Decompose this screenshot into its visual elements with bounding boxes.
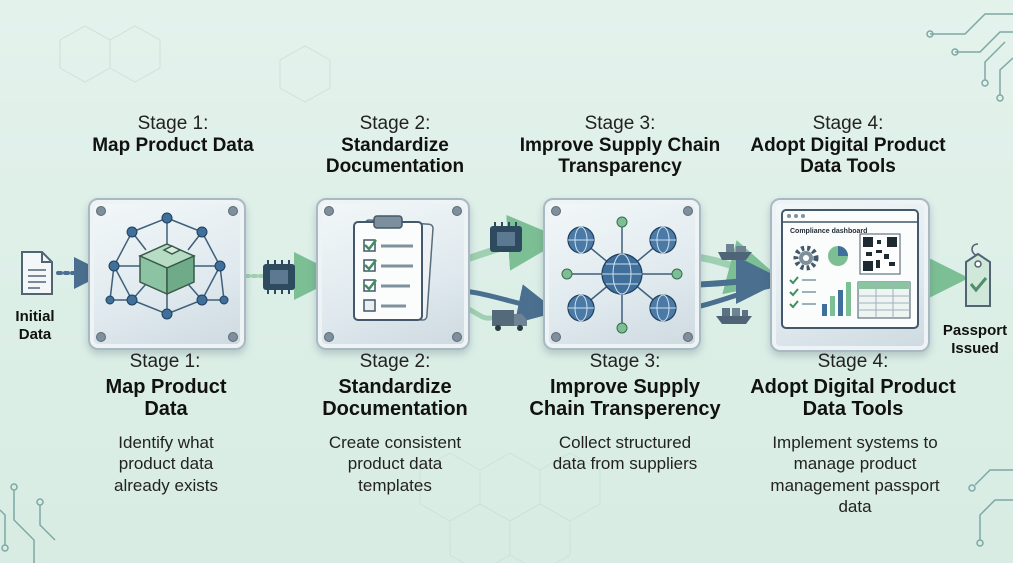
- ship-icon: [718, 244, 752, 260]
- stage-2-description: Create consistent product data templates: [328, 433, 462, 495]
- stage-1-bottom-title: Map Product Data: [105, 376, 227, 420]
- stage-4-description: Implement systems to manage product mana…: [770, 433, 940, 516]
- stage-3-bottom-title: Improve Supply Chain Transperency: [529, 376, 721, 420]
- stage-1-panel: [88, 198, 246, 350]
- ship-icon: [716, 308, 752, 324]
- stage-1-description: Identify what product data already exist…: [114, 433, 218, 495]
- stage-3-panel: [543, 198, 701, 350]
- stage-3-top-title: Improve Supply Chain Transparency: [519, 135, 721, 177]
- dashboard-title: Compliance dashboard: [790, 228, 868, 235]
- circuit-decoration-top-right: [926, 13, 1013, 102]
- data-table-icon: [857, 281, 911, 319]
- qr-code-icon: [859, 233, 901, 275]
- stage-2-top-number: Stage 2:: [359, 113, 431, 134]
- compliance-dashboard-screen: [781, 209, 919, 329]
- stage-2-panel: [316, 198, 470, 350]
- passport-tag-icon: [965, 243, 991, 307]
- stage-1-bottom-number: Stage 1:: [129, 351, 201, 372]
- document-icon: [21, 251, 53, 295]
- circuit-decoration-bottom-right: [968, 469, 1013, 547]
- gear-icon: [793, 245, 819, 271]
- stage-4-top-title: Adopt Digital Product Data Tools: [750, 135, 946, 177]
- stage-4-bottom-title: Adopt Digital Product Data Tools: [750, 376, 956, 420]
- bar-chart-icon: [822, 282, 851, 316]
- global-network-icon: [561, 216, 683, 334]
- stage-2-bottom-number: Stage 2:: [359, 351, 431, 372]
- initial-data-label: Initial Data: [15, 308, 55, 343]
- stage-1-top-number: Stage 1:: [137, 113, 209, 134]
- truck-icon: [492, 310, 527, 331]
- stage-4-bottom-number: Stage 4:: [817, 351, 889, 372]
- network-box-icon: [105, 212, 229, 320]
- stage-4-panel: Compliance dashboard: [770, 198, 930, 352]
- stage-1-top-title: Map Product Data: [92, 135, 254, 156]
- stage-3-bottom-number: Stage 3:: [589, 351, 661, 372]
- circuit-decoration-bottom-left: [0, 483, 56, 563]
- passport-issued-label: Passport Issued: [942, 322, 1008, 357]
- pie-chart-icon: [828, 246, 848, 266]
- stage-4-top-number: Stage 4:: [812, 113, 884, 134]
- chip-icon: [263, 260, 295, 294]
- stage-3-top-number: Stage 3:: [584, 113, 656, 134]
- stage-2-top-title: Standardize Documentation: [325, 135, 465, 177]
- checklist-clipboard-icon: [353, 215, 434, 321]
- stage-3-description: Collect structured data from suppliers: [552, 433, 698, 474]
- chip-icon: [490, 222, 522, 252]
- stage-2-bottom-title: Standardize Documentation: [322, 376, 468, 420]
